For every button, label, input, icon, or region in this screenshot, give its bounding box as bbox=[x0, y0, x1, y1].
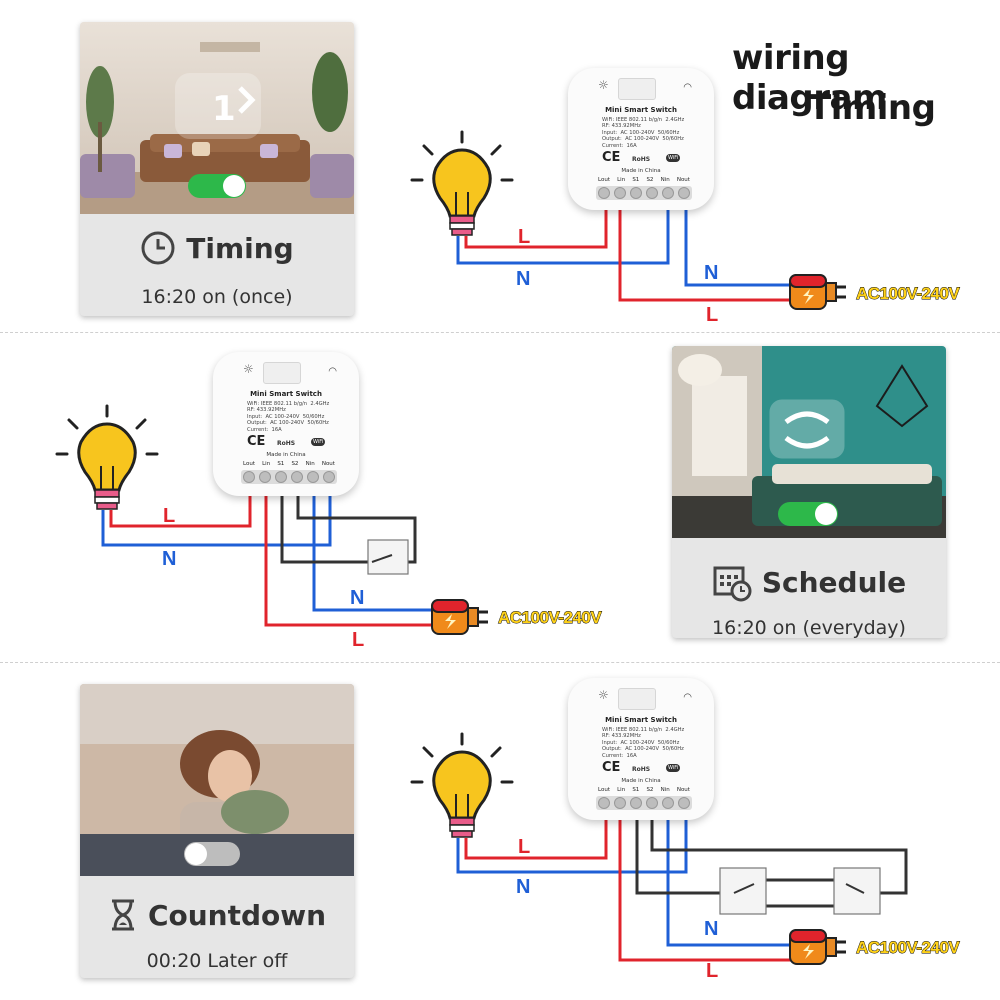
terminal-label: Lin bbox=[617, 177, 626, 183]
power-plug-icon bbox=[431, 599, 488, 635]
section-divider bbox=[0, 332, 1000, 333]
terminal-label: Lin bbox=[617, 787, 626, 793]
terminal-labels: Lout Lin S1 S2 Nin Nout bbox=[598, 787, 690, 793]
terminal-label: Lout bbox=[598, 787, 610, 793]
power-plug-icon bbox=[789, 929, 846, 965]
terminal-label: S1 bbox=[632, 177, 640, 183]
terminal-label: Nin bbox=[660, 177, 670, 183]
module-title: Mini Smart Switch bbox=[250, 390, 322, 398]
rohs-mark: RoHS bbox=[632, 156, 651, 163]
terminal-block bbox=[596, 186, 692, 200]
module-specs: WiFi: IEEE 802.11 b/g/n 2.4GHz RF: 433.9… bbox=[602, 727, 685, 759]
terminal-label: S2 bbox=[646, 787, 654, 793]
terminal-label: S2 bbox=[291, 461, 299, 467]
wiring-section-3 bbox=[456, 820, 908, 962]
module-window bbox=[618, 688, 656, 710]
made-in-label: Made in China bbox=[621, 778, 661, 784]
countdown-card: Countdown 00:20 Later off bbox=[80, 684, 354, 978]
sleeping-mother-photo bbox=[80, 684, 354, 876]
wifi-badge: WiFi bbox=[666, 154, 681, 162]
made-in-label: Made in China bbox=[621, 168, 661, 174]
neutral-label: N bbox=[704, 918, 719, 940]
power-plug-icon bbox=[789, 274, 846, 310]
terminal-labels: Lout Lin S1 S2 Nin Nout bbox=[243, 461, 335, 467]
schedule-caption: 16:20 on (everyday) bbox=[712, 617, 906, 638]
module-title: Mini Smart Switch bbox=[605, 716, 677, 724]
diagram-subtitle: Timing bbox=[808, 88, 936, 128]
diagram-title: wiring diagram bbox=[732, 38, 887, 118]
terminal-label: Nin bbox=[660, 787, 670, 793]
wifi-signal-icon: ◠ bbox=[683, 82, 692, 93]
terminal-label: Nout bbox=[321, 461, 335, 467]
light-bulb-icon bbox=[410, 130, 514, 236]
light-bulb-icon bbox=[55, 404, 159, 510]
live-label: L bbox=[518, 836, 531, 858]
terminal-label: S1 bbox=[632, 787, 640, 793]
module-specs: WiFi: IEEE 802.11 b/g/n 2.4GHz RF: 433.9… bbox=[247, 401, 330, 433]
light-bulb-icon bbox=[410, 732, 514, 838]
terminal-block bbox=[596, 796, 692, 810]
neutral-label: N bbox=[350, 587, 365, 609]
terminal-block bbox=[241, 470, 337, 484]
neutral-label: N bbox=[162, 548, 177, 570]
terminal-labels: Lout Lin S1 S2 Nin Nout bbox=[598, 177, 690, 183]
terminal-label: S2 bbox=[646, 177, 654, 183]
ce-mark: CE bbox=[602, 760, 621, 775]
wifi-signal-icon: ◠ bbox=[328, 366, 337, 377]
wifi-signal-icon: ◠ bbox=[683, 692, 692, 703]
ac-voltage-label: AC100V-240V bbox=[856, 284, 961, 304]
terminal-label: Nin bbox=[305, 461, 315, 467]
sun-icon: ☼ bbox=[598, 688, 609, 702]
neutral-label: N bbox=[516, 268, 531, 290]
wiring-section-2 bbox=[101, 496, 440, 627]
ac-voltage-label: AC100V-240V bbox=[498, 608, 603, 628]
bedroom-photo bbox=[672, 346, 946, 538]
sun-icon: ☼ bbox=[243, 362, 254, 376]
terminal-label: Lout bbox=[598, 177, 610, 183]
terminal-label: Nout bbox=[676, 177, 690, 183]
rohs-mark: RoHS bbox=[632, 766, 651, 773]
ac-voltage-label: AC100V-240V bbox=[856, 938, 961, 958]
wifi-badge: WiFi bbox=[311, 438, 326, 446]
neutral-label: N bbox=[516, 876, 531, 898]
module-window bbox=[263, 362, 301, 384]
schedule-card: Schedule 16:20 on (everyday) bbox=[672, 346, 946, 638]
wifi-badge: WiFi bbox=[666, 764, 681, 772]
section-divider bbox=[0, 662, 1000, 663]
one-time-icon: 1 bbox=[212, 89, 236, 129]
clock-icon bbox=[141, 231, 175, 265]
timing-caption: 16:20 on (once) bbox=[141, 286, 293, 308]
timing-label: Timing bbox=[186, 231, 294, 265]
terminal-label: S1 bbox=[277, 461, 285, 467]
smart-switch-module: ☼ ◠ Mini Smart Switch WiFi: IEEE 802.11 … bbox=[213, 352, 359, 496]
hourglass-icon bbox=[111, 899, 134, 931]
countdown-label: Countdown bbox=[147, 898, 327, 932]
terminal-label: Lin bbox=[262, 461, 271, 467]
timing-card: 1 Timing 16:20 on (once) bbox=[80, 22, 354, 316]
live-label: L bbox=[706, 304, 719, 326]
schedule-label: Schedule bbox=[761, 565, 907, 599]
ce-mark: CE bbox=[602, 150, 621, 165]
terminal-label: Lout bbox=[243, 461, 255, 467]
calendar-clock-icon bbox=[713, 566, 752, 602]
module-title: Mini Smart Switch bbox=[605, 106, 677, 114]
live-label: L bbox=[352, 629, 365, 651]
live-label: L bbox=[518, 226, 531, 248]
terminal-label: Nout bbox=[676, 787, 690, 793]
live-label: L bbox=[706, 960, 719, 982]
rohs-mark: RoHS bbox=[277, 440, 296, 447]
countdown-caption: 00:20 Later off bbox=[146, 950, 288, 972]
sun-icon: ☼ bbox=[598, 78, 609, 92]
smart-switch-module: ☼ ◠ Mini Smart Switch WiFi: IEEE 802.11 … bbox=[568, 678, 714, 820]
module-specs: WiFi: IEEE 802.11 b/g/n 2.4GHz RF: 433.9… bbox=[602, 117, 685, 149]
ce-mark: CE bbox=[247, 434, 266, 449]
living-room-photo: 1 bbox=[80, 22, 354, 214]
made-in-label: Made in China bbox=[266, 452, 306, 458]
smart-switch-module: ☼ ◠ Mini Smart Switch WiFi: IEEE 802.11 … bbox=[568, 68, 714, 210]
wiring-section-1 bbox=[456, 200, 795, 302]
neutral-label: N bbox=[704, 262, 719, 284]
module-window bbox=[618, 78, 656, 100]
live-label: L bbox=[163, 505, 176, 527]
